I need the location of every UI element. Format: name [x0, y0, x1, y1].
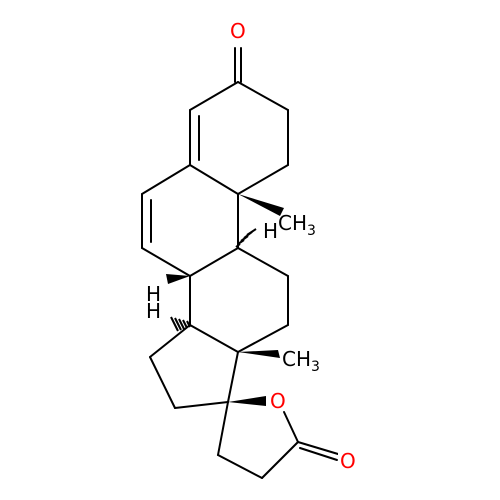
h-upper-label: H — [263, 219, 278, 243]
methyl-mid-label: CH3 — [282, 347, 320, 375]
bond-c5-c6 — [141, 164, 191, 195]
lactone-oxygen-label: O — [340, 449, 356, 473]
atom-labels: O CH3 H H H CH3 O O — [146, 14, 360, 473]
bond-c15-c16 — [149, 356, 176, 409]
h-left-label: H — [146, 282, 161, 306]
wedge-c10-methyl — [238, 194, 284, 216]
lactone-ring-bonds — [217, 401, 339, 479]
bond-c22-o-ring — [283, 411, 299, 443]
ring-d-bonds — [149, 324, 239, 409]
bond-c20-c21 — [217, 454, 263, 479]
bond-c7-c8 — [141, 247, 191, 277]
bond-c17-c13 — [227, 351, 239, 403]
bond-c5-c10 — [189, 164, 239, 195]
ketone-bonds — [234, 47, 242, 83]
bond-c10-c1 — [237, 164, 289, 195]
hash-c9-h — [235, 228, 257, 248]
bond-c16-c17 — [174, 401, 229, 409]
methyl-top-label: CH3 — [278, 211, 316, 239]
wedge-c17-oxygen — [228, 396, 266, 406]
bond-c12-c13 — [237, 324, 289, 353]
bond-c9-c11 — [237, 247, 289, 277]
bond-c22-o-carbonyl-b — [299, 447, 338, 461]
bond-c14-c15 — [149, 324, 191, 358]
bond-c22-o-carbonyl-a — [297, 441, 339, 455]
ring-b-bonds — [141, 164, 239, 277]
stereo-bonds — [166, 194, 284, 406]
h-lower-label: H — [146, 299, 161, 323]
wedge-c13-methyl — [238, 350, 280, 358]
bond-c21-c22 — [261, 441, 299, 479]
bond-c3-c4 — [189, 81, 239, 111]
ring-a-bonds — [189, 81, 289, 195]
ring-oxygen-label: O — [270, 389, 286, 413]
bond-c17-c20 — [217, 401, 229, 456]
wedge-c8-h — [166, 274, 190, 284]
hash-c14-h — [170, 316, 191, 332]
bond-c13-c14 — [189, 324, 239, 353]
bond-c8-c9 — [189, 247, 239, 277]
bond-c2-c3 — [237, 81, 289, 111]
ketone-oxygen-label: O — [230, 19, 246, 43]
ring-c-bonds — [189, 247, 289, 353]
